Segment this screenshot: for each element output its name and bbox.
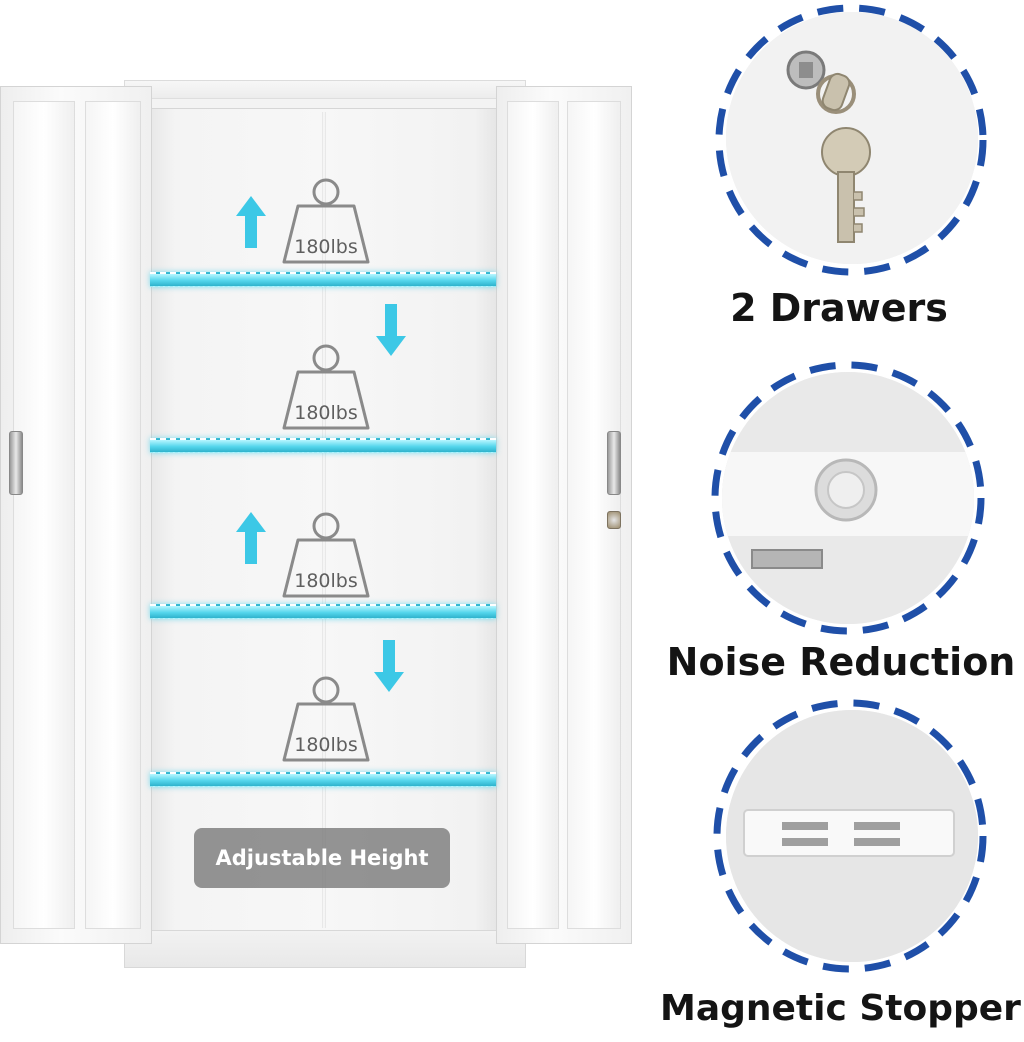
door-handle (9, 431, 23, 495)
shelf-capacity-label: 180lbs (294, 236, 358, 258)
shelf-capacity-label: 180lbs (294, 734, 358, 756)
left-door (0, 86, 152, 944)
left-door-panel (13, 101, 75, 929)
arrow-up-icon (236, 512, 266, 564)
shelf (150, 438, 496, 453)
dashed-ring (713, 699, 987, 973)
cabinet-base (124, 930, 526, 968)
left-door-panel (85, 101, 141, 929)
shelf (150, 272, 496, 287)
arrow-down-icon (374, 640, 404, 692)
magnet-closeup (726, 710, 978, 962)
arrow-down-icon (376, 304, 406, 356)
right-door (496, 86, 632, 944)
shelf-capacity-label: 180lbs (294, 570, 358, 592)
feature-label: 2 Drawers (730, 286, 948, 330)
weight-icon: 180lbs (278, 676, 374, 764)
dashed-ring (715, 4, 987, 276)
weight-icon: 180lbs (278, 344, 374, 432)
adjustable-height-badge: Adjustable Height (194, 828, 450, 888)
door-lock (607, 511, 621, 529)
shelf (150, 772, 496, 787)
lock-closeup (726, 12, 978, 264)
dashed-ring (711, 361, 985, 635)
weight-icon: 180lbs (278, 512, 374, 600)
feature-label: Magnetic Stopper (660, 988, 1021, 1029)
arrow-up-icon (236, 196, 266, 248)
weight-icon: 180lbs (278, 178, 374, 266)
cabinet-center-seam (322, 112, 326, 928)
shelf (150, 604, 496, 619)
door-handle (607, 431, 621, 495)
right-door-panel (507, 101, 559, 929)
feature-label: Noise Reduction (666, 640, 1016, 684)
bumper-closeup (722, 372, 974, 624)
shelf-capacity-label: 180lbs (294, 402, 358, 424)
